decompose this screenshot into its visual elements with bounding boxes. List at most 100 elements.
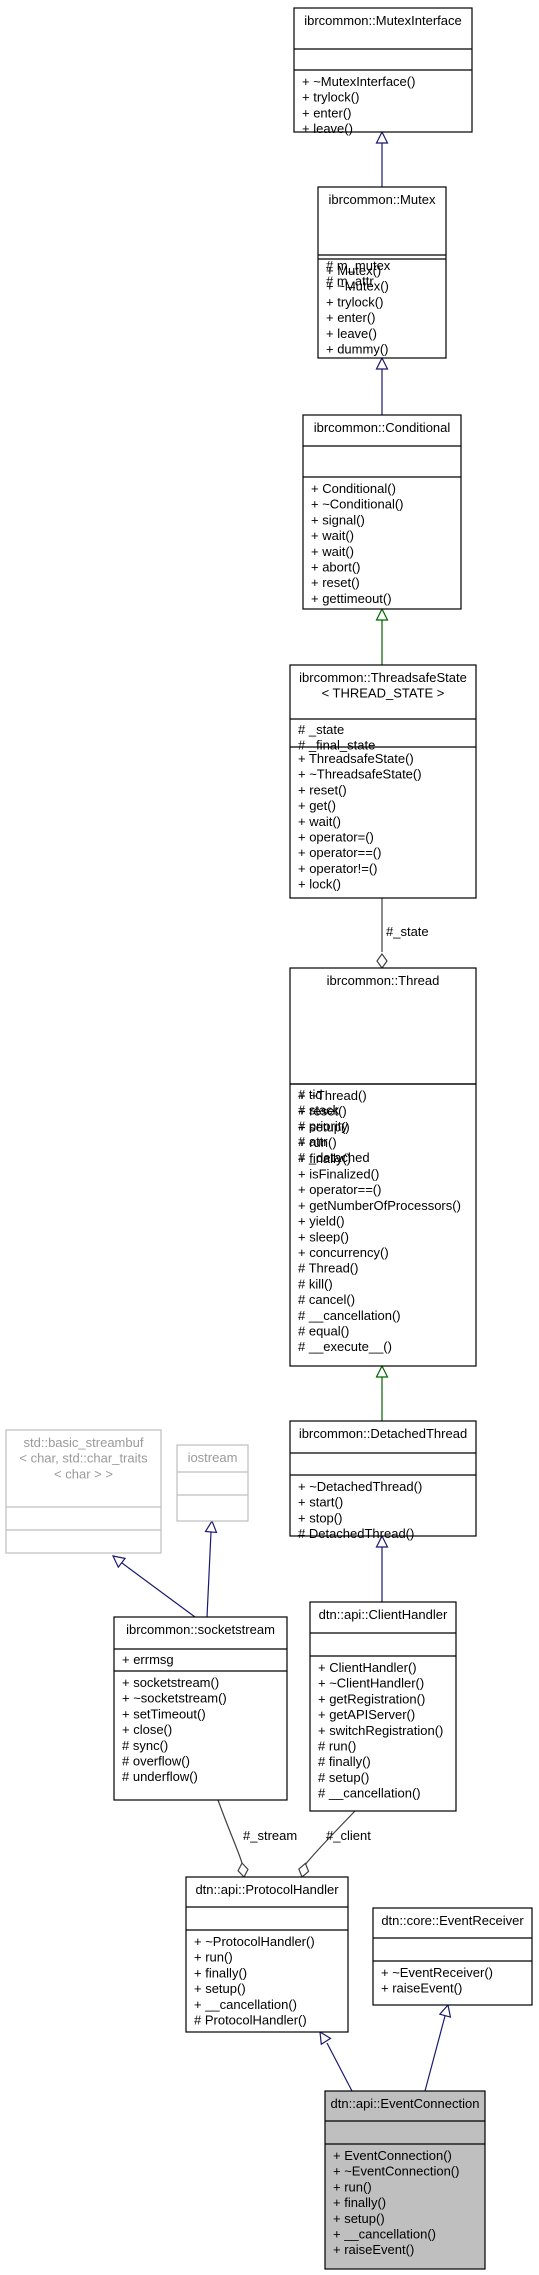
class-method: + ~Thread(): [298, 1088, 367, 1103]
edge-conditional-to-mutex: [375, 356, 389, 415]
class-method: + gettimeout(): [311, 591, 392, 606]
class-method: # underflow(): [122, 1769, 198, 1784]
aggregation-diamond-icon: [237, 1862, 249, 1879]
class-name: < THREAD_STATE >: [322, 686, 445, 701]
class-name: ibrcommon::socketstream: [126, 1622, 275, 1637]
class-name: ibrcommon::Mutex: [329, 192, 436, 207]
class-method: + run(): [298, 1135, 337, 1150]
aggregation-diamond-icon: [298, 1862, 310, 1879]
class-method: + sleep(): [298, 1229, 349, 1244]
class-method: + setup(): [194, 1981, 246, 1996]
class-method: + Conditional(): [311, 481, 396, 496]
class-method: + switchRegistration(): [318, 1723, 443, 1738]
class-box-thread[interactable]: ibrcommon::Thread# tid# stack# priority#…: [289, 967, 477, 1367]
class-box-detachedthread[interactable]: ibrcommon::DetachedThread+ ~DetachedThre…: [289, 1420, 477, 1541]
class-attribute: # m_mutex: [326, 258, 391, 273]
class-attribute: # m_attr: [326, 274, 374, 289]
class-name: ibrcommon::MutexInterface: [304, 13, 462, 28]
class-box-threadsafestate[interactable]: ibrcommon::ThreadsafeState< THREAD_STATE…: [289, 664, 477, 899]
class-method: + trylock(): [326, 294, 383, 309]
class-method: + run(): [194, 1950, 233, 1965]
class-name: ibrcommon::Thread: [327, 973, 440, 988]
class-method: + setup(): [333, 2211, 385, 2226]
class-name: ibrcommon::Conditional: [314, 420, 451, 435]
class-box-basic_streambuf[interactable]: std::basic_streambuf< char, std::char_tr…: [5, 1429, 162, 1554]
class-method: + ~ThreadsafeState(): [298, 767, 422, 782]
class-method: # __cancellation(): [298, 1308, 401, 1323]
inheritance-arrowhead-icon: [375, 1534, 389, 1548]
inheritance-arrowhead-icon: [111, 1555, 127, 1569]
class-name: dtn::core::EventReceiver: [381, 1913, 524, 1928]
class-box-frame: [317, 186, 447, 359]
class-box-iostream[interactable]: iostream: [176, 1444, 249, 1522]
class-method: + __cancellation(): [333, 2227, 436, 2242]
class-box-frame: [289, 1420, 477, 1537]
class-method: + reset(): [311, 575, 360, 590]
class-method: + finally(): [333, 2195, 386, 2210]
class-attribute: # _detached: [298, 1150, 370, 1165]
edge-label: #_state: [386, 924, 429, 939]
class-method: # setup(): [318, 1770, 369, 1785]
class-attribute: # priority: [298, 1118, 348, 1133]
class-method: + leave(): [302, 121, 353, 136]
edge-clienthandler-to-protocolhandler: #_client: [298, 1810, 371, 1879]
class-method: # ProtocolHandler(): [194, 2013, 307, 2028]
class-method: + wait(): [311, 544, 354, 559]
class-method: + dummy(): [326, 342, 388, 357]
class-method: + ~ProtocolHandler(): [194, 1934, 315, 1949]
class-method: + getNumberOfProcessors(): [298, 1198, 461, 1213]
inheritance-arrowhead-icon: [375, 1364, 389, 1378]
class-method: + isFinalized(): [298, 1167, 379, 1182]
class-box-frame: [289, 664, 477, 899]
edge-line: [424, 2015, 446, 2092]
class-method: # Thread(): [298, 1261, 358, 1276]
inheritance-arrowhead-icon: [375, 130, 389, 144]
class-method: + yield(): [298, 1214, 345, 1229]
class-method: + operator==(): [298, 1182, 381, 1197]
class-method: + setup(): [298, 1119, 350, 1134]
class-method: + run(): [333, 2179, 372, 2194]
class-box-clienthandler[interactable]: dtn::api::ClientHandler+ ClientHandler()…: [309, 1601, 457, 1812]
class-box-mutexinterface[interactable]: ibrcommon::MutexInterface+ ~MutexInterfa…: [293, 7, 473, 136]
inheritance-arrowhead-icon: [319, 2030, 332, 2046]
edge-detachedthread-to-thread: [375, 1364, 389, 1421]
class-method: + lock(): [298, 877, 341, 892]
edge-threadsafestate-to-thread: #_state: [376, 898, 429, 970]
class-method: + ~Conditional(): [311, 497, 404, 512]
class-method: + start(): [298, 1495, 343, 1510]
inheritance-arrowhead-icon: [204, 1519, 218, 1534]
class-method: + stop(): [298, 1510, 342, 1525]
class-box-protocolhandler[interactable]: dtn::api::ProtocolHandler+ ~ProtocolHand…: [185, 1876, 349, 2033]
edge-eventconnection-to-eventreceiver: [424, 2003, 452, 2092]
edge-line: [206, 1531, 212, 1618]
class-box-socketstream[interactable]: ibrcommon::socketstream+ errmsg+ sockets…: [113, 1616, 288, 1801]
edge-eventconnection-to-protocolhandler: [319, 2030, 353, 2092]
class-method: + signal(): [311, 512, 365, 527]
class-name: iostream: [188, 1450, 238, 1465]
class-box-frame: [289, 967, 477, 1367]
class-box-frame: [302, 414, 462, 610]
class-name: dtn::api::ClientHandler: [319, 1607, 448, 1622]
class-method: + socketstream(): [122, 1675, 219, 1690]
class-method: + concurrency(): [298, 1245, 389, 1260]
class-name: < char, std::char_traits: [19, 1451, 148, 1466]
class-attribute: + errmsg: [122, 1652, 174, 1667]
class-method: + reset(): [298, 782, 347, 797]
class-box-eventreceiver[interactable]: dtn::core::EventReceiver+ ~EventReceiver…: [372, 1907, 533, 2006]
edge-clienthandler-to-detachedthread: [375, 1534, 389, 1602]
edge-mutex-to-mutexinterface: [375, 130, 389, 187]
edge-threadsafestate-to-conditional: [375, 607, 389, 665]
class-method: # __execute__(): [298, 1339, 392, 1354]
class-method: # run(): [318, 1739, 356, 1754]
class-method: # overflow(): [122, 1754, 190, 1769]
class-method: # cancel(): [298, 1292, 355, 1307]
class-box-eventconnection[interactable]: dtn::api::EventConnection+ EventConnecti…: [324, 2090, 486, 2270]
class-box-frame: [176, 1444, 249, 1522]
class-box-conditional[interactable]: ibrcommon::Conditional+ Conditional()+ ~…: [302, 414, 462, 610]
class-box-mutex[interactable]: ibrcommon::Mutex# m_mutex# m_attr+ Mutex…: [317, 186, 447, 359]
class-method: + EventConnection(): [333, 2148, 452, 2163]
edge-line: [326, 2042, 353, 2092]
class-name: ibrcommon::DetachedThread: [299, 1426, 467, 1441]
edge-label: #_stream: [243, 1828, 297, 1843]
class-box-frame: [185, 1876, 349, 2033]
